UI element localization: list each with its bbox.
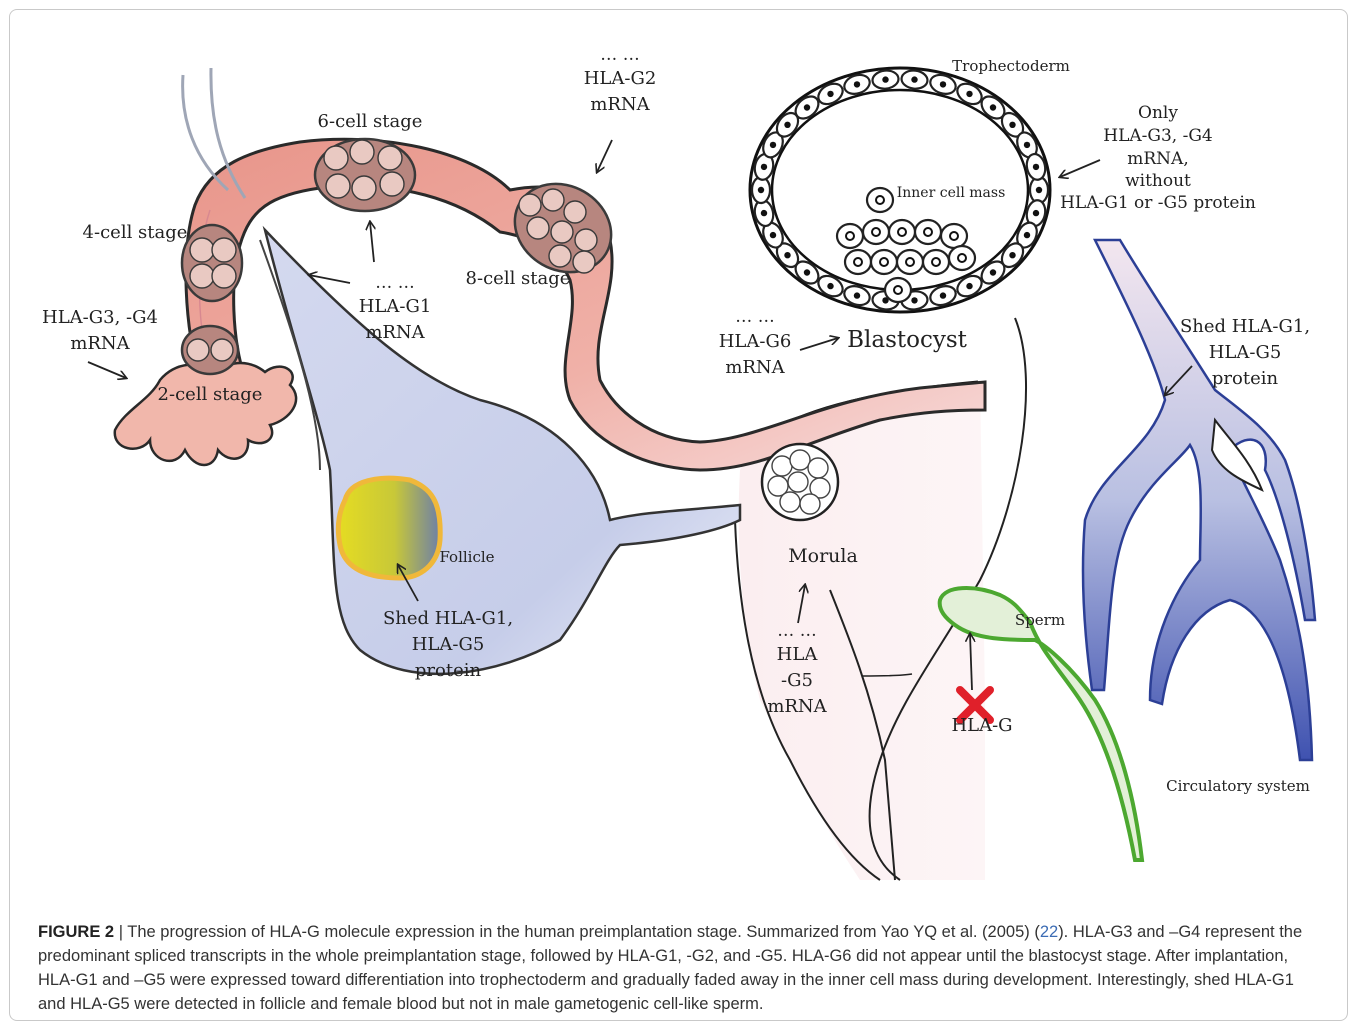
- shed-follicle-line1: Shed HLA-G1,: [383, 608, 513, 629]
- figure-caption: FIGURE 2 | The progression of HLA-G mole…: [38, 920, 1323, 1016]
- follicle: [338, 478, 440, 578]
- inner-cell-mass-label: Inner cell mass: [897, 185, 1006, 201]
- trophectoderm-nucleus: [1009, 122, 1015, 128]
- cell-cluster-6: [315, 139, 415, 211]
- label-2-cell-stage: 2-cell stage: [158, 384, 263, 405]
- trophectoderm-nucleus: [827, 283, 833, 289]
- trophectoderm-nucleus: [854, 81, 860, 87]
- trophectoderm-nucleus: [940, 81, 946, 87]
- hla-g5-line1: HLA: [777, 644, 819, 665]
- inner-cell-mass-cell: [949, 246, 975, 270]
- hla-g1-dots: … …: [375, 273, 414, 293]
- hla-g5-dots: … …: [777, 621, 816, 641]
- trophectoderm-nucleus: [784, 122, 790, 128]
- trophectoderm-nucleus: [804, 104, 810, 110]
- trophectoderm-nucleus: [827, 91, 833, 97]
- trophectoderm-nucleus: [1024, 142, 1030, 148]
- only-line3: mRNA,: [1127, 149, 1188, 169]
- trophectoderm-nucleus: [1009, 252, 1015, 258]
- inner-cell-mass-cell: [867, 188, 893, 212]
- only-line1: Only: [1138, 103, 1178, 123]
- hla-g6-line1: HLA-G6: [719, 331, 792, 352]
- inner-cell-mass-cell: [923, 250, 949, 274]
- trophectoderm-nucleus: [761, 210, 767, 216]
- cell-cluster-4: [182, 225, 242, 301]
- figure-label: FIGURE 2: [38, 923, 114, 941]
- caption-text-1: The progression of HLA-G molecule expres…: [127, 923, 1040, 941]
- trophectoderm-nucleus: [761, 164, 767, 170]
- inner-cell-mass-cell: [941, 224, 967, 248]
- morula: [762, 444, 838, 520]
- trophectoderm-nucleus: [966, 283, 972, 289]
- preimplantation-diagram: 6-cell stage 4-cell stage 2-cell stage 8…: [0, 0, 1355, 900]
- trophectoderm-nucleus: [882, 76, 888, 82]
- shed-blood-line2: HLA-G5: [1209, 342, 1282, 363]
- hla-g1-line1: HLA-G1: [359, 296, 432, 317]
- trophectoderm-nucleus: [911, 297, 917, 303]
- trophectoderm-label: Trophectoderm: [952, 57, 1070, 75]
- hla-g34-line1: HLA-G3, -G4: [42, 307, 158, 328]
- trophectoderm-nucleus: [1036, 187, 1042, 193]
- hla-g2-line2: mRNA: [590, 94, 650, 115]
- inner-cell-mass-cell: [889, 220, 915, 244]
- hla-g5-line2: -G5: [781, 670, 813, 691]
- hla-g2-dots: … …: [600, 45, 639, 65]
- sperm-label: Sperm: [1015, 611, 1065, 629]
- shed-follicle-line3: protein: [415, 660, 482, 681]
- trophectoderm-nucleus: [940, 292, 946, 298]
- inner-cell-mass-cell: [915, 220, 941, 244]
- hla-g2-line1: HLA-G2: [584, 68, 657, 89]
- trophectoderm-nucleus: [990, 269, 996, 275]
- trophectoderm-nucleus: [770, 232, 776, 238]
- trophectoderm-nucleus: [804, 269, 810, 275]
- label-8-cell-stage: 8-cell stage: [466, 268, 571, 289]
- circulatory-system-label: Circulatory system: [1166, 777, 1310, 795]
- inner-cell-mass-cell: [897, 250, 923, 274]
- hla-g1-line2: mRNA: [365, 322, 425, 343]
- hla-g-label: HLA-G: [951, 715, 1012, 736]
- only-line2: HLA-G3, -G4: [1103, 126, 1212, 146]
- shed-blood-line3: protein: [1212, 368, 1279, 389]
- only-line5: HLA-G1 or -G5 protein: [1060, 193, 1256, 213]
- cell-cluster-2: [182, 326, 238, 374]
- morula-label: Morula: [788, 545, 858, 567]
- inner-cell-mass-cell: [885, 278, 911, 302]
- trophectoderm-nucleus: [758, 187, 764, 193]
- hla-g34-line2: mRNA: [70, 333, 130, 354]
- trophectoderm-nucleus: [1033, 164, 1039, 170]
- inner-cell-mass-cell: [871, 250, 897, 274]
- shed-follicle-line2: HLA-G5: [412, 634, 485, 655]
- only-line4: without: [1125, 171, 1191, 191]
- hla-g6-dots: … …: [735, 307, 774, 327]
- hla-g6-line2: mRNA: [725, 357, 785, 378]
- blastocyst-label: Blastocyst: [847, 327, 968, 353]
- label-4-cell-stage: 4-cell stage: [83, 222, 188, 243]
- trophectoderm-nucleus: [990, 104, 996, 110]
- trophectoderm-nucleus: [770, 142, 776, 148]
- trophectoderm-nucleus: [911, 76, 917, 82]
- inner-cell-mass-cell: [837, 224, 863, 248]
- trophectoderm-nucleus: [1033, 210, 1039, 216]
- inner-cell-mass-cell: [863, 220, 889, 244]
- inner-cell-mass-cell: [845, 250, 871, 274]
- caption-separator: |: [114, 923, 127, 941]
- trophectoderm-nucleus: [1024, 232, 1030, 238]
- hla-g5-line3: mRNA: [767, 696, 827, 717]
- shed-blood-line1: Shed HLA-G1,: [1180, 316, 1310, 337]
- trophectoderm-nucleus: [784, 252, 790, 258]
- follicle-label: Follicle: [439, 548, 494, 566]
- label-6-cell-stage: 6-cell stage: [318, 111, 423, 132]
- caption-ref-link[interactable]: 22: [1040, 923, 1058, 941]
- trophectoderm-nucleus: [854, 292, 860, 298]
- trophectoderm-nucleus: [966, 91, 972, 97]
